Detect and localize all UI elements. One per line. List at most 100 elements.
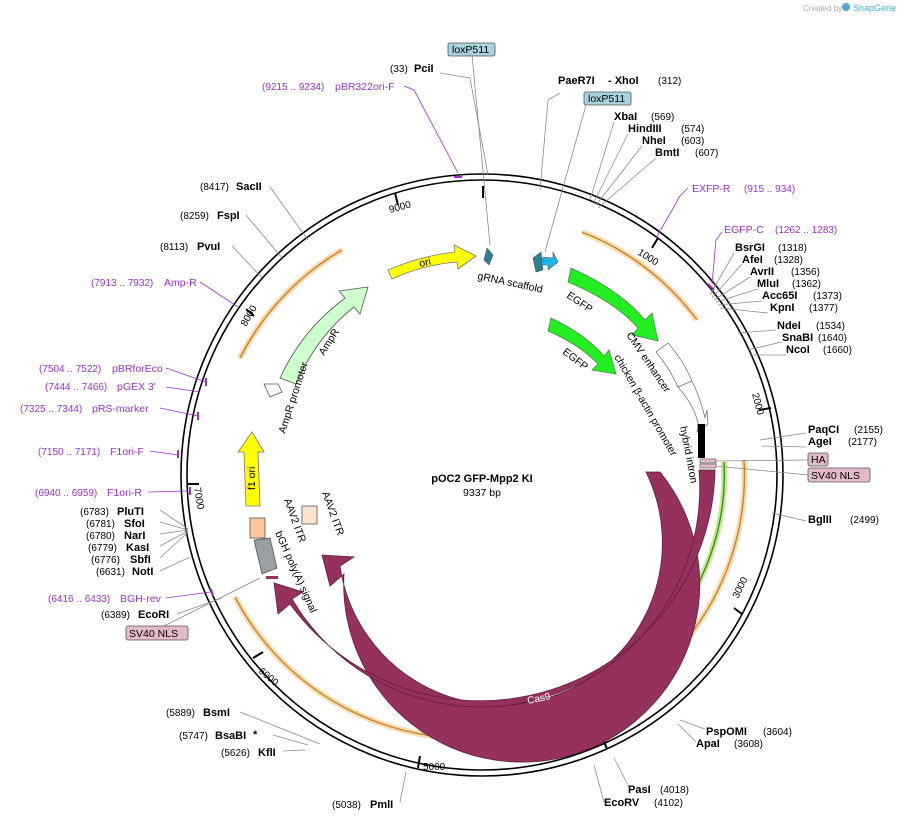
primer-f1ori-r-range: (6940 .. 6959): [35, 488, 97, 499]
enzyme-xhoi-pos: (312): [658, 76, 681, 87]
cas9-label-inner: Cas9: [517, 641, 542, 655]
enzyme-xbai-name: XbaI: [614, 111, 637, 123]
enzyme-pasi-name: PasI: [628, 784, 651, 796]
ori-arrow: [387, 244, 477, 280]
enzyme-kpni-pos: (1377): [809, 303, 838, 314]
enzyme-noti-name: NotI: [132, 566, 153, 578]
enzyme-paqci-pos: (2155): [854, 425, 883, 436]
orange-feature-egfp-tag: [580, 229, 700, 322]
enzyme-fspi-name: FspI: [217, 210, 240, 222]
enzyme-pspomi-name: PspOMI: [706, 726, 747, 738]
enzyme-kfli-pos: (5626): [221, 748, 250, 759]
tick-label-2000: 2000: [749, 392, 765, 417]
enzyme-bsmi-name: BsmI: [203, 707, 230, 719]
ori-label: ori: [418, 256, 432, 270]
primer-prs-marker-range: (7325 .. 7344): [20, 404, 82, 415]
enzyme-pmli-pos: (5038): [332, 800, 361, 811]
enzyme-mlui-pos: (1362): [792, 279, 821, 290]
orange-feature-line-4: [239, 249, 343, 359]
hybrid-intron-block: [698, 424, 705, 458]
cas9-arrow-inner: [321, 471, 701, 763]
sv40-nls-left-box: SV40 NLS: [125, 625, 189, 641]
enzyme-paer7i-name: PaeR7I: [558, 75, 595, 87]
svg-text:SV40 NLS: SV40 NLS: [811, 470, 860, 482]
enzyme-ecori-pos: (6389): [101, 610, 130, 621]
primer-amp-r-name: Amp-R: [164, 277, 197, 289]
grna-scaffold-label: gRNA scaffold: [476, 270, 544, 296]
primer-pgex3-name: pGEX 3': [117, 381, 156, 393]
enzyme-mlui-name: MluI: [757, 278, 779, 290]
enzyme-bsabi-pos: (5747): [179, 731, 208, 742]
f1-ori-label: f1 ori: [246, 467, 258, 490]
enzyme-hindiii-name: HindIII: [628, 123, 662, 135]
enzyme-leader-lines: [159, 72, 807, 803]
enzyme-afei-name: AfeI: [742, 254, 763, 266]
enzyme-ecorv-name: EcoRV: [604, 797, 640, 809]
backbone-inner: [186, 179, 778, 771]
enzyme-pciI-name: PciI: [414, 63, 434, 75]
enzyme-agei-name: AgeI: [808, 436, 832, 448]
enzyme-ndei-name: NdeI: [777, 320, 801, 332]
primer-egfp-c-name: EGFP-C: [724, 224, 764, 236]
loxp-mid-box: loxP511: [583, 91, 632, 106]
enzyme-bsabi-name: BsaBI: [215, 730, 246, 742]
enzyme-fspi-pos: (8259): [180, 211, 209, 222]
enzyme-nhei-pos: (603): [681, 136, 704, 147]
sv40-nls-right-box: SV40 NLS: [807, 467, 871, 483]
enzyme-nari-name: NarI: [124, 530, 145, 542]
primer-bgh-rev-name: BGH-rev: [120, 593, 162, 605]
primer-exfp-r-range: (915 .. 934): [744, 184, 795, 195]
enzyme-ndei-pos: (1534): [816, 321, 845, 332]
primer-pbr322ori-f-name: pBR322ori-F: [335, 81, 395, 93]
aav2-itr-left-block: [249, 517, 266, 539]
primer-f1ori-f-range: (7150 .. 7171): [38, 447, 100, 458]
box-leader-lines: [159, 54, 809, 629]
ampr-arrow: [279, 286, 369, 385]
enzyme-xhoi-name: - XhoI: [608, 75, 639, 87]
enzyme-pluti-pos: (6783): [80, 507, 109, 518]
enzyme-pspomi-pos: (3604): [763, 727, 792, 738]
plasmid-size: 9337 bp: [463, 487, 501, 499]
primer-egfp-c-range: (1262 .. 1283): [775, 225, 837, 236]
enzyme-pasi-pos: (4018): [660, 785, 689, 796]
primer-exfp-r-name: EXFP-R: [692, 183, 731, 195]
created-by-text: Created by: [803, 4, 842, 13]
enzyme-hindiii-pos: (574): [681, 124, 704, 135]
svg-text:HA: HA: [811, 454, 826, 466]
ha-marker: [699, 458, 717, 464]
bgh-polya-block: [253, 537, 278, 575]
tick-label-9000: 9000: [388, 199, 413, 215]
orange-feature-line-1: [581, 231, 698, 321]
backbone-outer: [180, 173, 784, 777]
enzyme-ecori-name: EcoRI: [138, 609, 169, 621]
f1-ori-arrow: [237, 431, 265, 507]
enzyme-bmti-pos: (607): [695, 148, 718, 159]
enzyme-ncoi-pos: (1660): [823, 345, 852, 356]
tick-label-7000: 7000: [191, 487, 206, 511]
enzyme-sfoi-name: SfoI: [124, 518, 145, 530]
primer-f1ori-r-name: F1ori-R: [107, 487, 142, 499]
plasmid-name: pOC2 GFP-Mpp2 KI: [431, 473, 532, 485]
ampr-promoter-marker: [263, 383, 283, 398]
primer-pgex3-range: (7444 .. 7466): [45, 382, 107, 393]
enzyme-sbfi-pos: (6776): [91, 555, 120, 566]
enzyme-sfoi-pos: (6781): [86, 519, 115, 530]
enzyme-xbai-pos: (569): [651, 112, 674, 123]
enzyme-snabi-name: SnaBI: [782, 332, 813, 344]
enzyme-paqci-name: PaqCI: [808, 424, 839, 436]
enzyme-pvui-name: PvuI: [197, 241, 220, 253]
enzyme-pvui-pos: (8113): [160, 242, 188, 253]
grna-marker-2: [532, 251, 544, 273]
enzyme-pciI-pos: (33): [390, 64, 408, 75]
enzyme-nari-pos: (6780): [86, 531, 115, 542]
enzyme-kasi-name: KasI: [126, 542, 149, 554]
tick-label-5000: 5000: [423, 762, 446, 773]
enzyme-sacii-name: SacII: [236, 181, 262, 193]
loxp-top-box: loxP511: [447, 42, 496, 57]
enzyme-ecorv-pos: (4102): [654, 798, 683, 809]
enzyme-nhei-name: NheI: [642, 135, 666, 147]
sv40-marker: [699, 463, 717, 469]
enzyme-bsrgi-pos: (1318): [778, 243, 807, 254]
egfp-label-outer: EGFP: [564, 290, 594, 316]
egfp-arrow-outer: [567, 267, 659, 342]
